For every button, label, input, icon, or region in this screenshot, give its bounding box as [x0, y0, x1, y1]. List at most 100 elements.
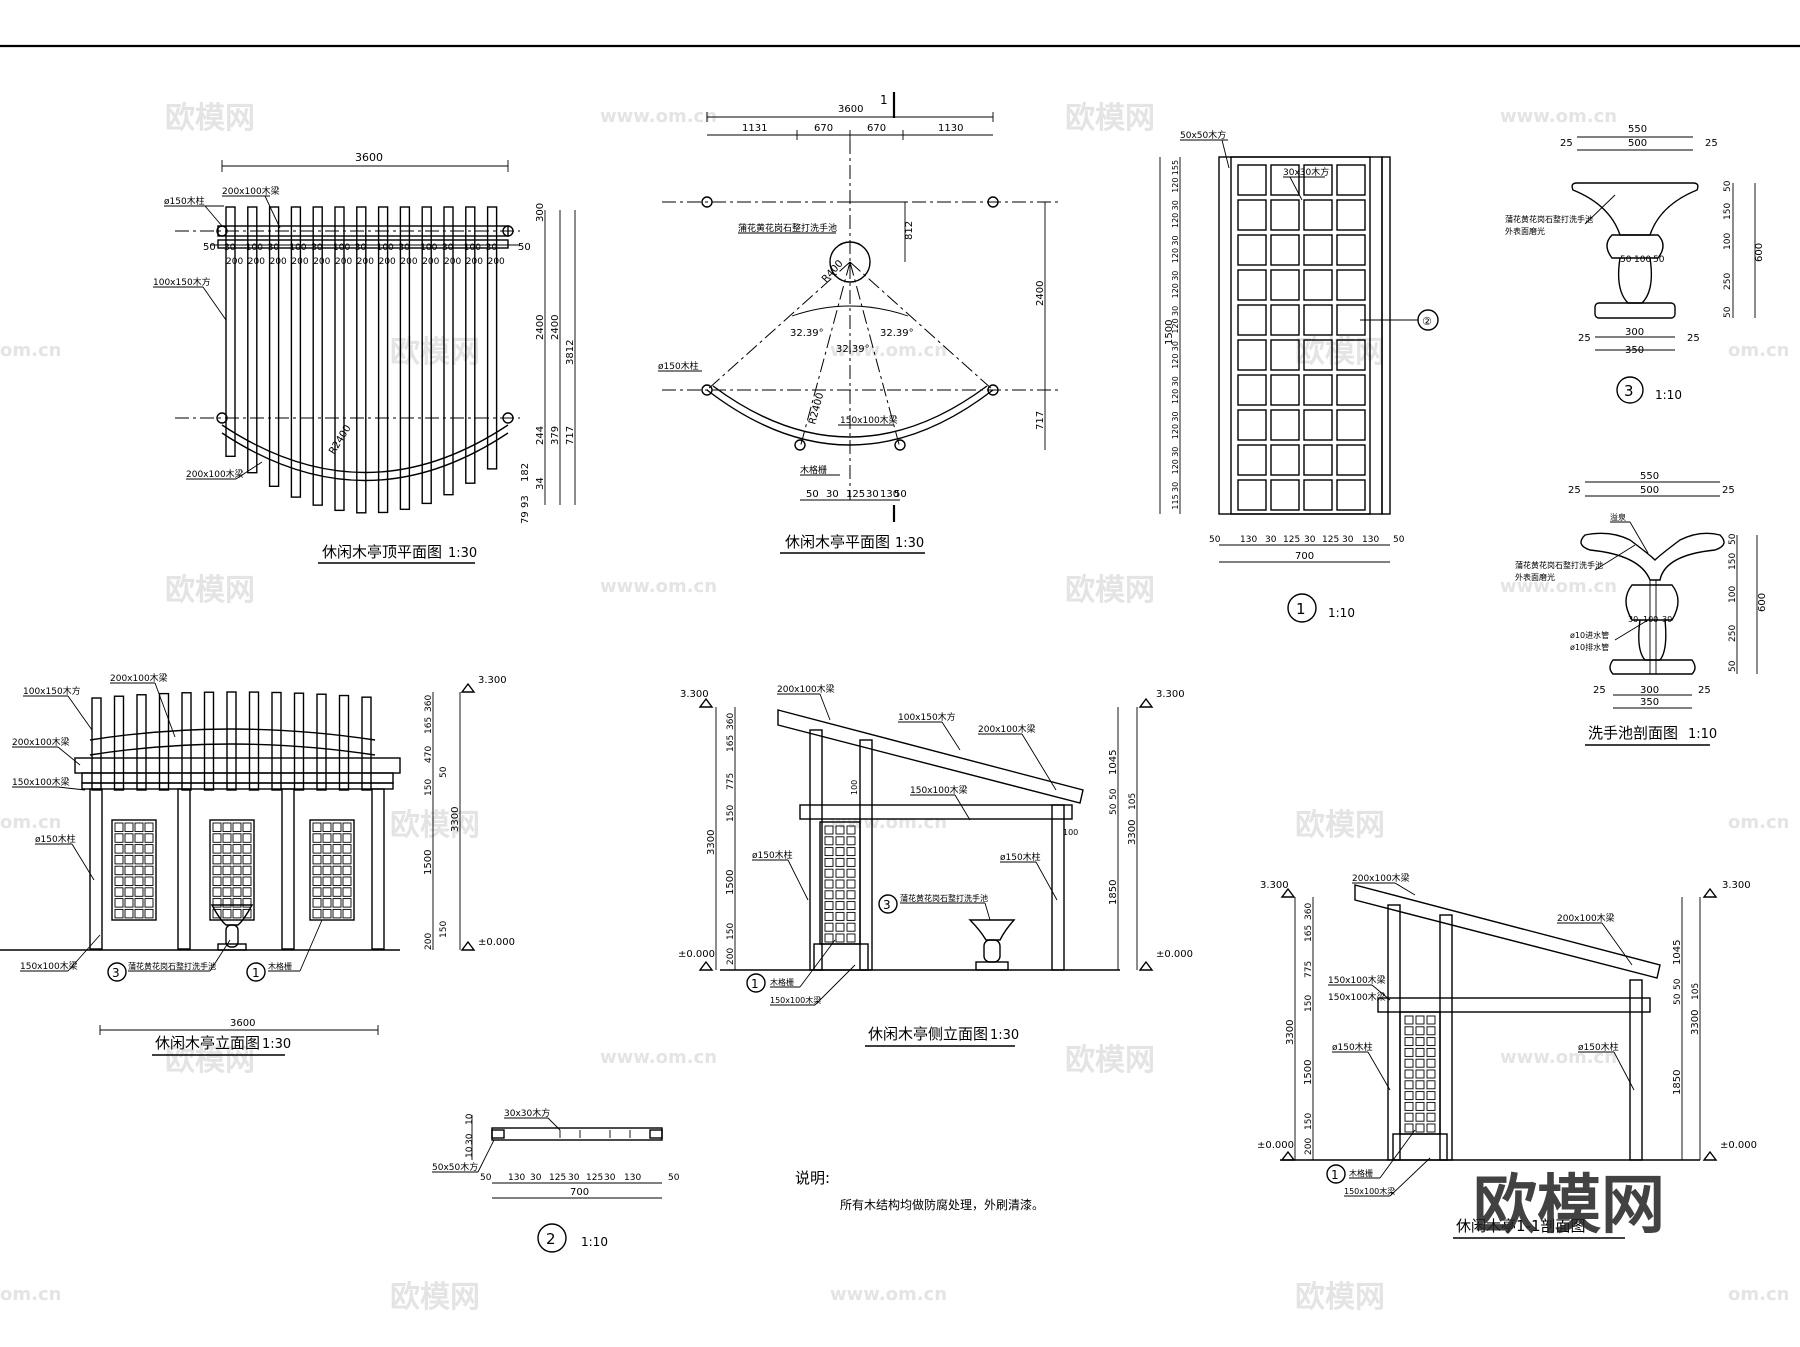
lattice-cell	[824, 911, 834, 921]
watermark-url_short: om.cn	[0, 812, 61, 833]
front-lattice-cell	[124, 822, 134, 832]
lattice-cell	[1404, 1058, 1414, 1068]
front-lattice-frame	[209, 819, 255, 921]
lattice-cell	[846, 890, 856, 900]
lattice-cell	[1426, 1123, 1436, 1133]
basin-sec-label-overflow: 溢泉	[1610, 512, 1626, 522]
lattice-cell	[835, 825, 845, 835]
watermark-url: www.om.cn	[600, 1047, 717, 1068]
basin-sec-label-finish: 外表面磨光	[1515, 572, 1555, 582]
lattice-cell	[1415, 1047, 1425, 1057]
front-lattice-cell	[342, 876, 352, 886]
front-rafter	[271, 691, 282, 791]
front-lattice-cell	[232, 833, 242, 843]
basin-sec-base: 300	[1640, 685, 1659, 696]
floor-plan-total-dim: 3600	[838, 104, 863, 115]
roof-rafters	[225, 206, 498, 514]
front-lattice-cell	[144, 898, 154, 908]
front-lattice-cell	[212, 865, 222, 876]
roof-rafter	[443, 206, 454, 496]
sec-dim-r3: 105	[1691, 983, 1701, 1000]
roof-dim-label: 200	[400, 257, 417, 267]
side-dim-r5: 3300	[1127, 820, 1138, 845]
front-zero-level: ±0.000	[478, 937, 515, 948]
front-lattice-cell	[144, 865, 154, 876]
front-lattice-cell	[114, 833, 124, 843]
side-dim-r4: 50	[1109, 803, 1119, 815]
roof-dim-label: 100	[333, 243, 350, 253]
front-lattice-cell	[144, 876, 154, 886]
detail1-grid-cell	[1237, 164, 1267, 196]
detail1-grid-cell	[1303, 339, 1333, 371]
watermark-url: www.om.cn	[1500, 106, 1617, 127]
detail1-grid-cell	[1237, 199, 1267, 231]
front-dim-v8: 150	[439, 921, 449, 938]
floor-angle-2: 32.39°	[836, 344, 870, 355]
detail1-left-dim: 120	[1171, 318, 1180, 333]
lattice-cell	[1426, 1015, 1436, 1025]
detail1-grid-cell	[1237, 444, 1267, 476]
front-elev-scale: 1:30	[262, 1037, 291, 1052]
detail2-left-dim3: 10	[465, 1146, 475, 1158]
watermark-url: www.om.cn	[600, 576, 717, 597]
basin-sec-scale: 1:10	[1688, 727, 1717, 742]
sec-dim-r5: 3300	[1690, 1010, 1701, 1035]
side-mark-1: 1	[751, 977, 759, 991]
detail1-left-dims: 1551203012030120301203012030120301203012…	[1171, 160, 1180, 510]
lattice-cell	[1426, 1069, 1436, 1079]
watermark-brand: 欧模网	[165, 101, 255, 136]
lattice-cell	[846, 879, 856, 889]
front-lattice-cell	[232, 854, 242, 865]
floor-b2: 30	[826, 489, 839, 500]
front-lattice-cell	[212, 876, 222, 886]
front-rafter	[136, 694, 147, 791]
front-lattice-cell	[312, 822, 322, 832]
detail1-left-dim: 120	[1171, 389, 1180, 404]
lattice-cell	[824, 922, 834, 932]
front-lattice-cell	[222, 887, 232, 897]
roof-dim-label: 200	[313, 257, 330, 267]
front-lattice-cell	[322, 887, 332, 897]
detail2-bottom-dim: 125	[549, 1173, 566, 1183]
side-label-beam-top: 200x100木梁	[777, 683, 835, 695]
detail1-grid	[1237, 164, 1366, 511]
side-dim-l7: 150	[726, 923, 736, 940]
side-elev-scale: 1:30	[990, 1028, 1019, 1043]
side-dim-r1: 1045	[1108, 750, 1119, 775]
roof-dim-label: 200	[357, 257, 374, 267]
front-lattice-cell	[114, 865, 124, 876]
sec-mark-1: 1	[1331, 1168, 1339, 1182]
floor-dim-3: 670	[867, 123, 886, 134]
front-lattice-cell	[134, 833, 144, 843]
sec-zero-level-r: ±0.000	[1720, 1140, 1757, 1151]
detail1-left-dim: 120	[1171, 424, 1180, 439]
lattice-cell	[1426, 1101, 1436, 1111]
front-lattice-cell	[212, 908, 222, 919]
section-lattice	[1404, 1015, 1436, 1133]
detail1-grid-cell	[1336, 444, 1366, 476]
detail2-bottom-dim: 30	[530, 1173, 542, 1183]
front-lattice-cell	[134, 908, 144, 919]
watermark-url: www.om.cn	[830, 1284, 947, 1305]
front-lattice-cell	[332, 833, 342, 843]
front-rafter	[338, 694, 350, 791]
detail1-left-dim: 30	[1171, 376, 1180, 386]
detail1-grid-cell	[1270, 374, 1300, 406]
detail1-grid-cell	[1237, 234, 1267, 266]
front-lattice-cell	[212, 887, 222, 897]
sec-label-beam-top: 200x100木梁	[1352, 872, 1410, 884]
lattice-cell	[1404, 1037, 1414, 1047]
detail1-bottom-dim: 50	[1209, 535, 1221, 545]
roof-right-mid-dim2: 2400	[550, 315, 561, 340]
front-dim-v4: 50	[439, 766, 449, 778]
roof-rafter	[356, 206, 367, 514]
watermark-url_short: om.cn	[1728, 812, 1789, 833]
front-lattice-cell	[144, 844, 154, 854]
detail1-mark: ②	[1422, 315, 1432, 328]
roof-dim-label: 200	[270, 257, 287, 267]
front-lattice-cell	[312, 854, 322, 865]
watermark-brand: 欧模网	[165, 1043, 255, 1078]
detail1-grid-cell	[1336, 199, 1366, 231]
detail1-grid-cell	[1303, 304, 1333, 336]
